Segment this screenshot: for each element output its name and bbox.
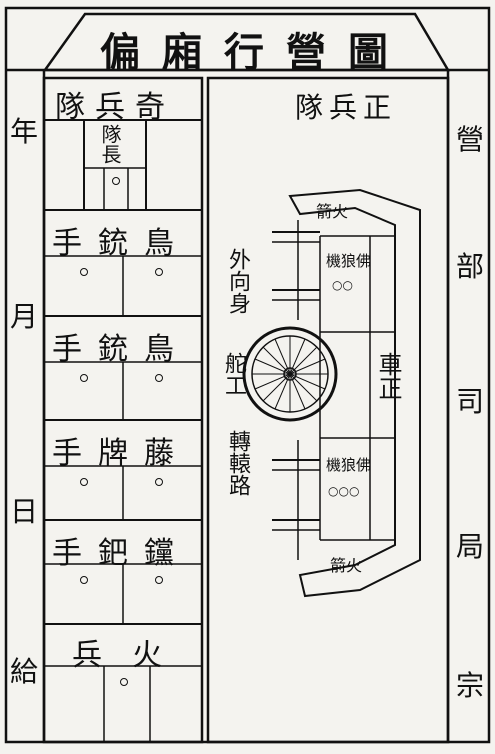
- cannon-top-count: ○○: [332, 278, 353, 292]
- squad-leader-label: 隊長: [98, 124, 122, 164]
- cannon-bottom-label: 佛狼機: [326, 456, 372, 474]
- fire-arrow-bottom-label: 火箭: [330, 556, 363, 575]
- row-label-musket-2: 鳥銃手: [52, 332, 190, 367]
- cannon-top-label: 佛狼機: [326, 252, 372, 270]
- row-label-trident: 钂鈀手: [52, 536, 190, 571]
- left-column-header: 奇兵隊: [55, 90, 175, 125]
- soldier-marker: [80, 268, 88, 276]
- soldier-marker: [80, 478, 88, 486]
- soldier-marker: [155, 478, 163, 486]
- margin-dept: 部: [456, 250, 485, 283]
- row-label-musket-1: 鳥銃手: [52, 226, 190, 261]
- margin-clan: 宗: [456, 669, 485, 702]
- margin-give: 給: [10, 655, 39, 688]
- row-label-fire-soldier: 火兵: [72, 638, 192, 673]
- margin-camp: 營: [456, 123, 485, 156]
- margin-year: 年: [10, 115, 39, 148]
- soldier-marker: [120, 678, 128, 686]
- cart-outer-label: 外向身: [225, 248, 250, 314]
- margin-month: 月: [10, 300, 39, 333]
- soldier-marker: [155, 576, 163, 584]
- fire-arrow-top-label: 火箭: [316, 202, 349, 221]
- cart-wheel-path-label: 轉轅路: [225, 430, 250, 496]
- soldier-marker: [80, 576, 88, 584]
- soldier-marker: [80, 374, 88, 382]
- leader-marker: [112, 177, 120, 185]
- margin-office: 司: [456, 385, 485, 418]
- row-label-rattan-shield: 藤牌手: [52, 436, 190, 471]
- margin-bureau: 局: [456, 530, 485, 563]
- cannon-bottom-count: ○○○: [328, 484, 360, 498]
- right-column-header: 正兵隊: [295, 91, 398, 124]
- margin-day: 日: [10, 495, 39, 528]
- soldier-marker: [155, 374, 163, 382]
- page-title: 偏廂行營圖: [100, 29, 410, 76]
- soldier-marker: [155, 268, 163, 276]
- cart-wheel-icon: [242, 326, 338, 422]
- cart-center-label: 車正: [374, 352, 402, 400]
- cart-helm-label: 舵工: [221, 352, 246, 396]
